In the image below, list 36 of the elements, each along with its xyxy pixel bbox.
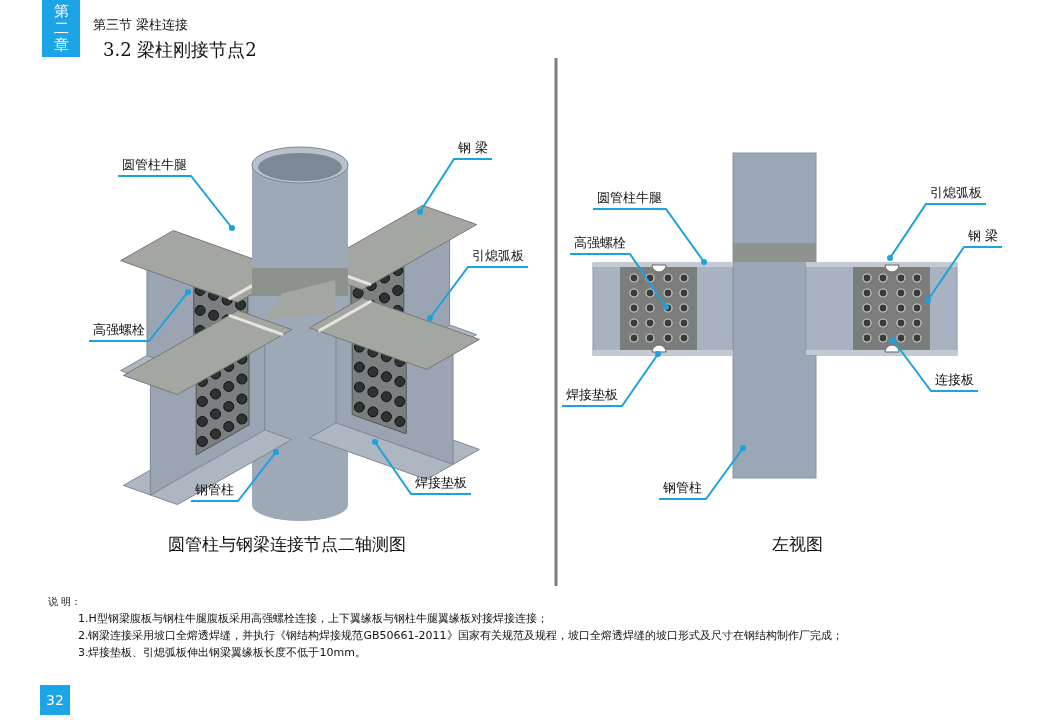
- callout-label: 圆管柱牛腿: [122, 157, 187, 173]
- note-text: 1.H型钢梁腹板与钢柱牛腿腹板采用高强螺栓连接，上下翼缘板与钢柱牛腿翼缘板对接焊接连接；: [78, 611, 548, 626]
- leader-line: [925, 246, 1003, 303]
- note-text: 2.钢梁连接采用坡口全熔透焊缝，并执行《钢结构焊接规范GB50661-2011》国家有关规范及规程，坡口全熔透焊缝的坡口形式及尺寸在钢结构制作厂完成；: [78, 628, 843, 643]
- figure-caption: 左视图: [772, 533, 823, 556]
- callout-label: 高强螺栓: [93, 322, 145, 338]
- leader-line: [658, 445, 746, 500]
- leader-line: [561, 351, 661, 407]
- notes-heading: 说 明：: [48, 595, 82, 609]
- callout-label: 焊接垫板: [566, 387, 618, 403]
- figure-caption: 圆管柱与钢梁连接节点二轴测图: [168, 533, 406, 556]
- section-heading: 第三节 梁柱连接: [93, 16, 189, 34]
- callout-label: 连接板: [935, 372, 974, 388]
- leader-line: [117, 175, 235, 231]
- page-title: 3.2 梁柱刚接节点2: [103, 38, 257, 62]
- callout-label: 钢 梁: [968, 228, 999, 244]
- note-text: 3.焊接垫板、引熄弧板伸出钢梁翼缘板长度不低于10mm。: [78, 645, 366, 660]
- leader-line: [569, 253, 669, 310]
- callout-label: 引熄弧板: [472, 248, 524, 264]
- leader-line: [190, 449, 279, 502]
- page-number: 32: [40, 685, 70, 715]
- callout-label: 钢管柱: [663, 480, 702, 496]
- leader-line: [592, 208, 707, 265]
- callout-label: 高强螺栓: [574, 235, 626, 251]
- leader-line: [88, 289, 191, 342]
- callout-label: 焊接垫板: [415, 475, 467, 491]
- leader-line: [890, 337, 979, 392]
- callout-label: 钢管柱: [195, 482, 234, 498]
- chapter-tab: 第二章: [42, 0, 80, 57]
- leader-line: [887, 203, 987, 261]
- callout-label: 圆管柱牛腿: [597, 190, 662, 206]
- callout-label: 钢 梁: [458, 140, 489, 156]
- callout-label: 引熄弧板: [930, 185, 982, 201]
- leader-line: [372, 439, 472, 495]
- leader-line: [427, 266, 529, 321]
- leader-line: [417, 158, 493, 215]
